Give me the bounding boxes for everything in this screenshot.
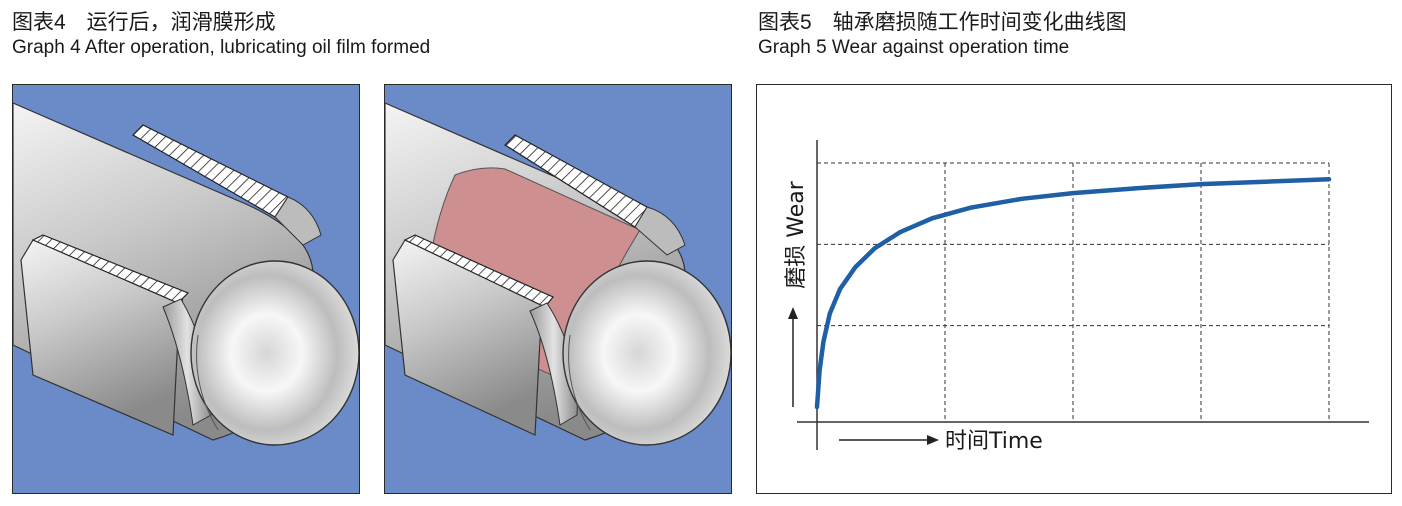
graph5-caption: 图表5 轴承磨损随工作时间变化曲线图 Graph 5 Wear against … [758, 10, 1127, 60]
chart-grid [817, 162, 1330, 422]
wear-chart-svg: 磨损 Wear 时间Time [784, 140, 1369, 454]
shaft-illustration-before [12, 84, 360, 494]
y-axis-label: 磨损 Wear [784, 180, 809, 288]
shaft-illustration-oil-film [384, 84, 732, 494]
graph4-caption: 图表4 运行后，润滑膜形成 Graph 4 After operation, l… [12, 10, 430, 60]
graph5-title-en: Graph 5 Wear against operation time [758, 37, 1070, 58]
wear-curve [814, 177, 1332, 410]
graph5-title-zh: 图表5 轴承磨损随工作时间变化曲线图 [758, 11, 1127, 34]
shaft-end-face [562, 260, 731, 446]
graph4-title-en: Graph 4 After operation, lubricating oil… [12, 37, 431, 58]
x-axis-label: 时间Time [945, 429, 1043, 454]
shaft-end-face [190, 260, 359, 446]
wear-chart: 磨损 Wear 时间Time [756, 84, 1392, 494]
graph4-title-zh: 图表4 运行后，润滑膜形成 [12, 11, 276, 34]
